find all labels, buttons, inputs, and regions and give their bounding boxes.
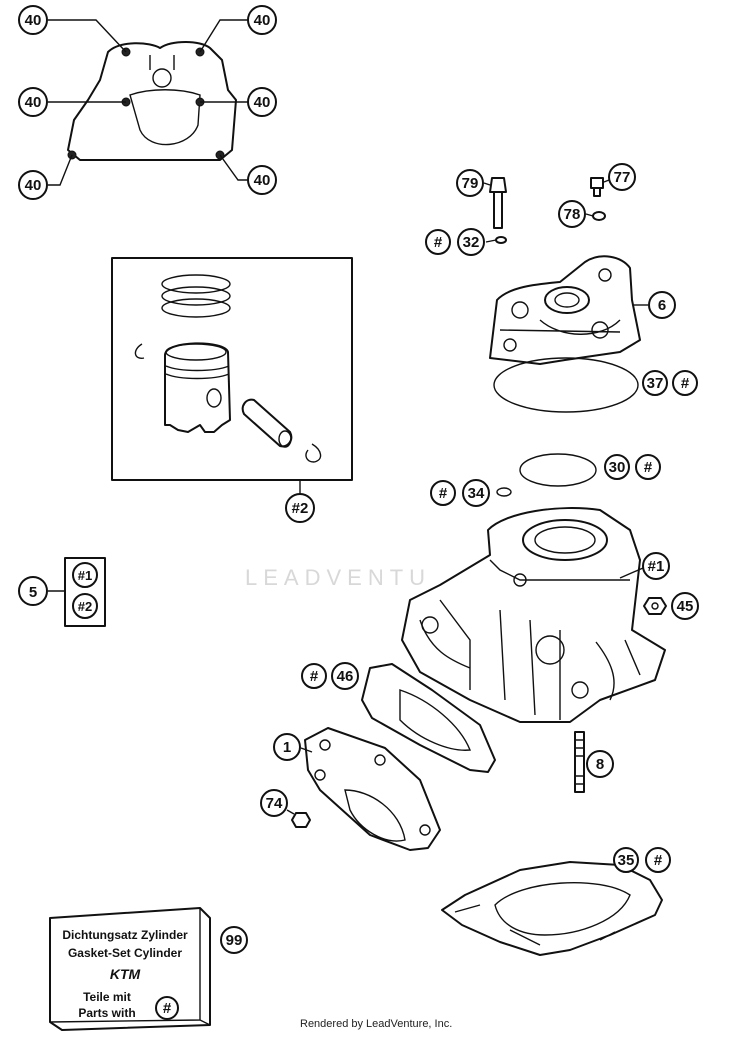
callout-label: 40 — [25, 94, 42, 111]
ktm-logo: KTM — [109, 966, 141, 982]
callout-label: # — [439, 485, 448, 502]
kit-line-1: Dichtungsatz Zylinder — [62, 928, 188, 942]
cylinder-head — [489, 255, 641, 365]
callout-label: #2 — [78, 599, 92, 614]
piston-rings — [161, 274, 231, 318]
callout-label: #1 — [648, 558, 665, 575]
callout-label: #1 — [78, 568, 92, 583]
callout-label: #2 — [292, 500, 309, 517]
callout-40-bottom-right[interactable]: 40 — [247, 165, 277, 195]
callout-30-hash[interactable]: # — [635, 454, 661, 480]
callout-label: 78 — [564, 206, 581, 223]
base-gasket-35 — [441, 861, 663, 956]
callout-34[interactable]: 34 — [462, 479, 490, 507]
callout-label: 40 — [254, 12, 271, 29]
intake-gasket-plate — [67, 41, 237, 161]
stud-8 — [574, 731, 585, 793]
callout-1[interactable]: 1 — [273, 733, 301, 761]
callout-label: 74 — [266, 795, 283, 812]
callout-37[interactable]: 37 — [642, 370, 668, 396]
callout-label: 30 — [609, 459, 626, 476]
callout-label: # — [681, 375, 690, 392]
footer-credit: Rendered by LeadVenture, Inc. — [300, 1018, 453, 1030]
callout-label: 40 — [254, 172, 271, 189]
callout-40-top-left[interactable]: 40 — [18, 5, 48, 35]
callout-label: 45 — [677, 598, 694, 615]
callout-40-mid-right[interactable]: 40 — [247, 87, 277, 117]
kit-hash-label: # — [163, 1000, 172, 1017]
callout-40-top-right[interactable]: 40 — [247, 5, 277, 35]
callout-32[interactable]: 32 — [457, 228, 485, 256]
kit-line-2: Gasket-Set Cylinder — [67, 946, 183, 960]
piston-kit-frame — [111, 257, 353, 481]
nut-74 — [291, 812, 311, 828]
callout-label: # — [310, 668, 319, 685]
callout-label: 40 — [25, 12, 42, 29]
callout-35-hash[interactable]: # — [645, 847, 671, 873]
intake-flange — [304, 727, 441, 851]
callout-35[interactable]: 35 — [613, 847, 639, 873]
o-ring-34 — [496, 487, 512, 497]
callout-79[interactable]: 79 — [456, 169, 484, 197]
watermark-text: LEADVENTU — [245, 565, 432, 590]
callout-46[interactable]: 46 — [331, 662, 359, 690]
callout-hash-2-piston[interactable]: #2 — [285, 493, 315, 523]
kit-line-4: Parts with — [78, 1006, 136, 1020]
callout-label: 79 — [462, 175, 479, 192]
kit-hash-badge: # — [155, 996, 179, 1020]
callout-5-hash-1[interactable]: #1 — [72, 562, 98, 588]
piston — [164, 342, 231, 433]
circlip-left — [134, 343, 145, 359]
callout-6[interactable]: 6 — [648, 291, 676, 319]
callout-99[interactable]: 99 — [220, 926, 248, 954]
callout-label: 40 — [25, 177, 42, 194]
callout-label: # — [644, 459, 653, 476]
nut-45 — [643, 597, 667, 615]
callout-label: 37 — [647, 375, 664, 392]
kit-line-3: Teile mit — [83, 990, 131, 1004]
callout-label: 40 — [254, 94, 271, 111]
callout-34-hash[interactable]: # — [430, 480, 456, 506]
bolt-79 — [489, 177, 507, 229]
callout-8[interactable]: 8 — [586, 750, 614, 778]
circlip-right — [305, 443, 322, 463]
callout-label: 6 — [658, 297, 666, 314]
callout-5-hash-2[interactable]: #2 — [72, 593, 98, 619]
callout-label: 8 — [596, 756, 604, 773]
washer-32 — [495, 236, 507, 244]
callout-label: # — [654, 852, 663, 869]
callout-label: # — [434, 234, 443, 251]
callout-label: 5 — [29, 584, 37, 601]
o-ring-30 — [519, 453, 597, 487]
callout-32-hash[interactable]: # — [425, 229, 451, 255]
callout-label: 46 — [337, 668, 354, 685]
callout-5[interactable]: 5 — [18, 576, 48, 606]
callout-46-hash[interactable]: # — [301, 663, 327, 689]
piston-pin — [241, 398, 293, 448]
callout-label: 1 — [283, 739, 291, 756]
callout-78[interactable]: 78 — [558, 200, 586, 228]
gasket-46 — [361, 663, 496, 773]
callout-label: 99 — [226, 932, 243, 949]
callout-30[interactable]: 30 — [604, 454, 630, 480]
callout-74[interactable]: 74 — [260, 789, 288, 817]
callout-hash-1-cylinder[interactable]: #1 — [642, 552, 670, 580]
head-gasket-37 — [493, 357, 639, 413]
washer-78 — [592, 211, 606, 221]
callout-40-mid-left[interactable]: 40 — [18, 87, 48, 117]
callout-45[interactable]: 45 — [671, 592, 699, 620]
callout-37-hash[interactable]: # — [672, 370, 698, 396]
screw-77 — [590, 177, 604, 197]
cylinder — [401, 507, 666, 723]
callout-77[interactable]: 77 — [608, 163, 636, 191]
callout-label: 34 — [468, 485, 485, 502]
callout-label: 35 — [618, 852, 635, 869]
callout-label: 32 — [463, 234, 480, 251]
callout-label: 77 — [614, 169, 631, 186]
callout-40-bottom-left[interactable]: 40 — [18, 170, 48, 200]
